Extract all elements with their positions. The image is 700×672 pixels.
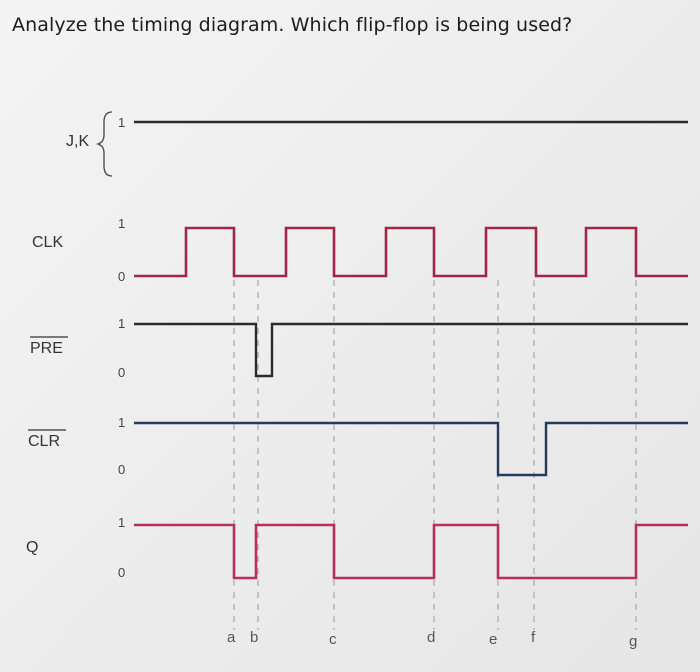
marker-g: g	[629, 633, 637, 650]
question-text: Analyze the timing diagram. Which flip-f…	[12, 14, 573, 36]
clk-level-1: 1	[118, 216, 125, 231]
marker-e: e	[489, 631, 497, 648]
pre-label: PRE	[30, 340, 63, 357]
pre-level-0: 0	[118, 365, 125, 380]
time-markers: a b c d e f g	[227, 629, 637, 650]
clk-label: CLK	[32, 234, 63, 251]
pre-level-1: 1	[118, 316, 125, 331]
marker-d: d	[427, 629, 435, 646]
clk-waveform	[134, 226, 688, 278]
jk-level-1: 1	[118, 115, 125, 130]
marker-f: f	[531, 629, 536, 646]
clr-waveform	[134, 421, 688, 477]
q-waveform	[134, 523, 688, 580]
q-level-0: 0	[118, 565, 125, 580]
marker-c: c	[329, 631, 337, 648]
jk-label: J,K	[66, 133, 89, 150]
q-level-1: 1	[118, 515, 125, 530]
clk-level-0: 0	[118, 269, 125, 284]
jk-brace	[95, 111, 113, 177]
marker-b: b	[250, 629, 258, 646]
q-label: Q	[26, 539, 38, 556]
pre-waveform	[134, 322, 688, 378]
clr-level-0: 0	[118, 462, 125, 477]
clr-label: CLR	[28, 433, 60, 450]
clr-level-1: 1	[118, 415, 125, 430]
marker-a: a	[227, 629, 236, 646]
